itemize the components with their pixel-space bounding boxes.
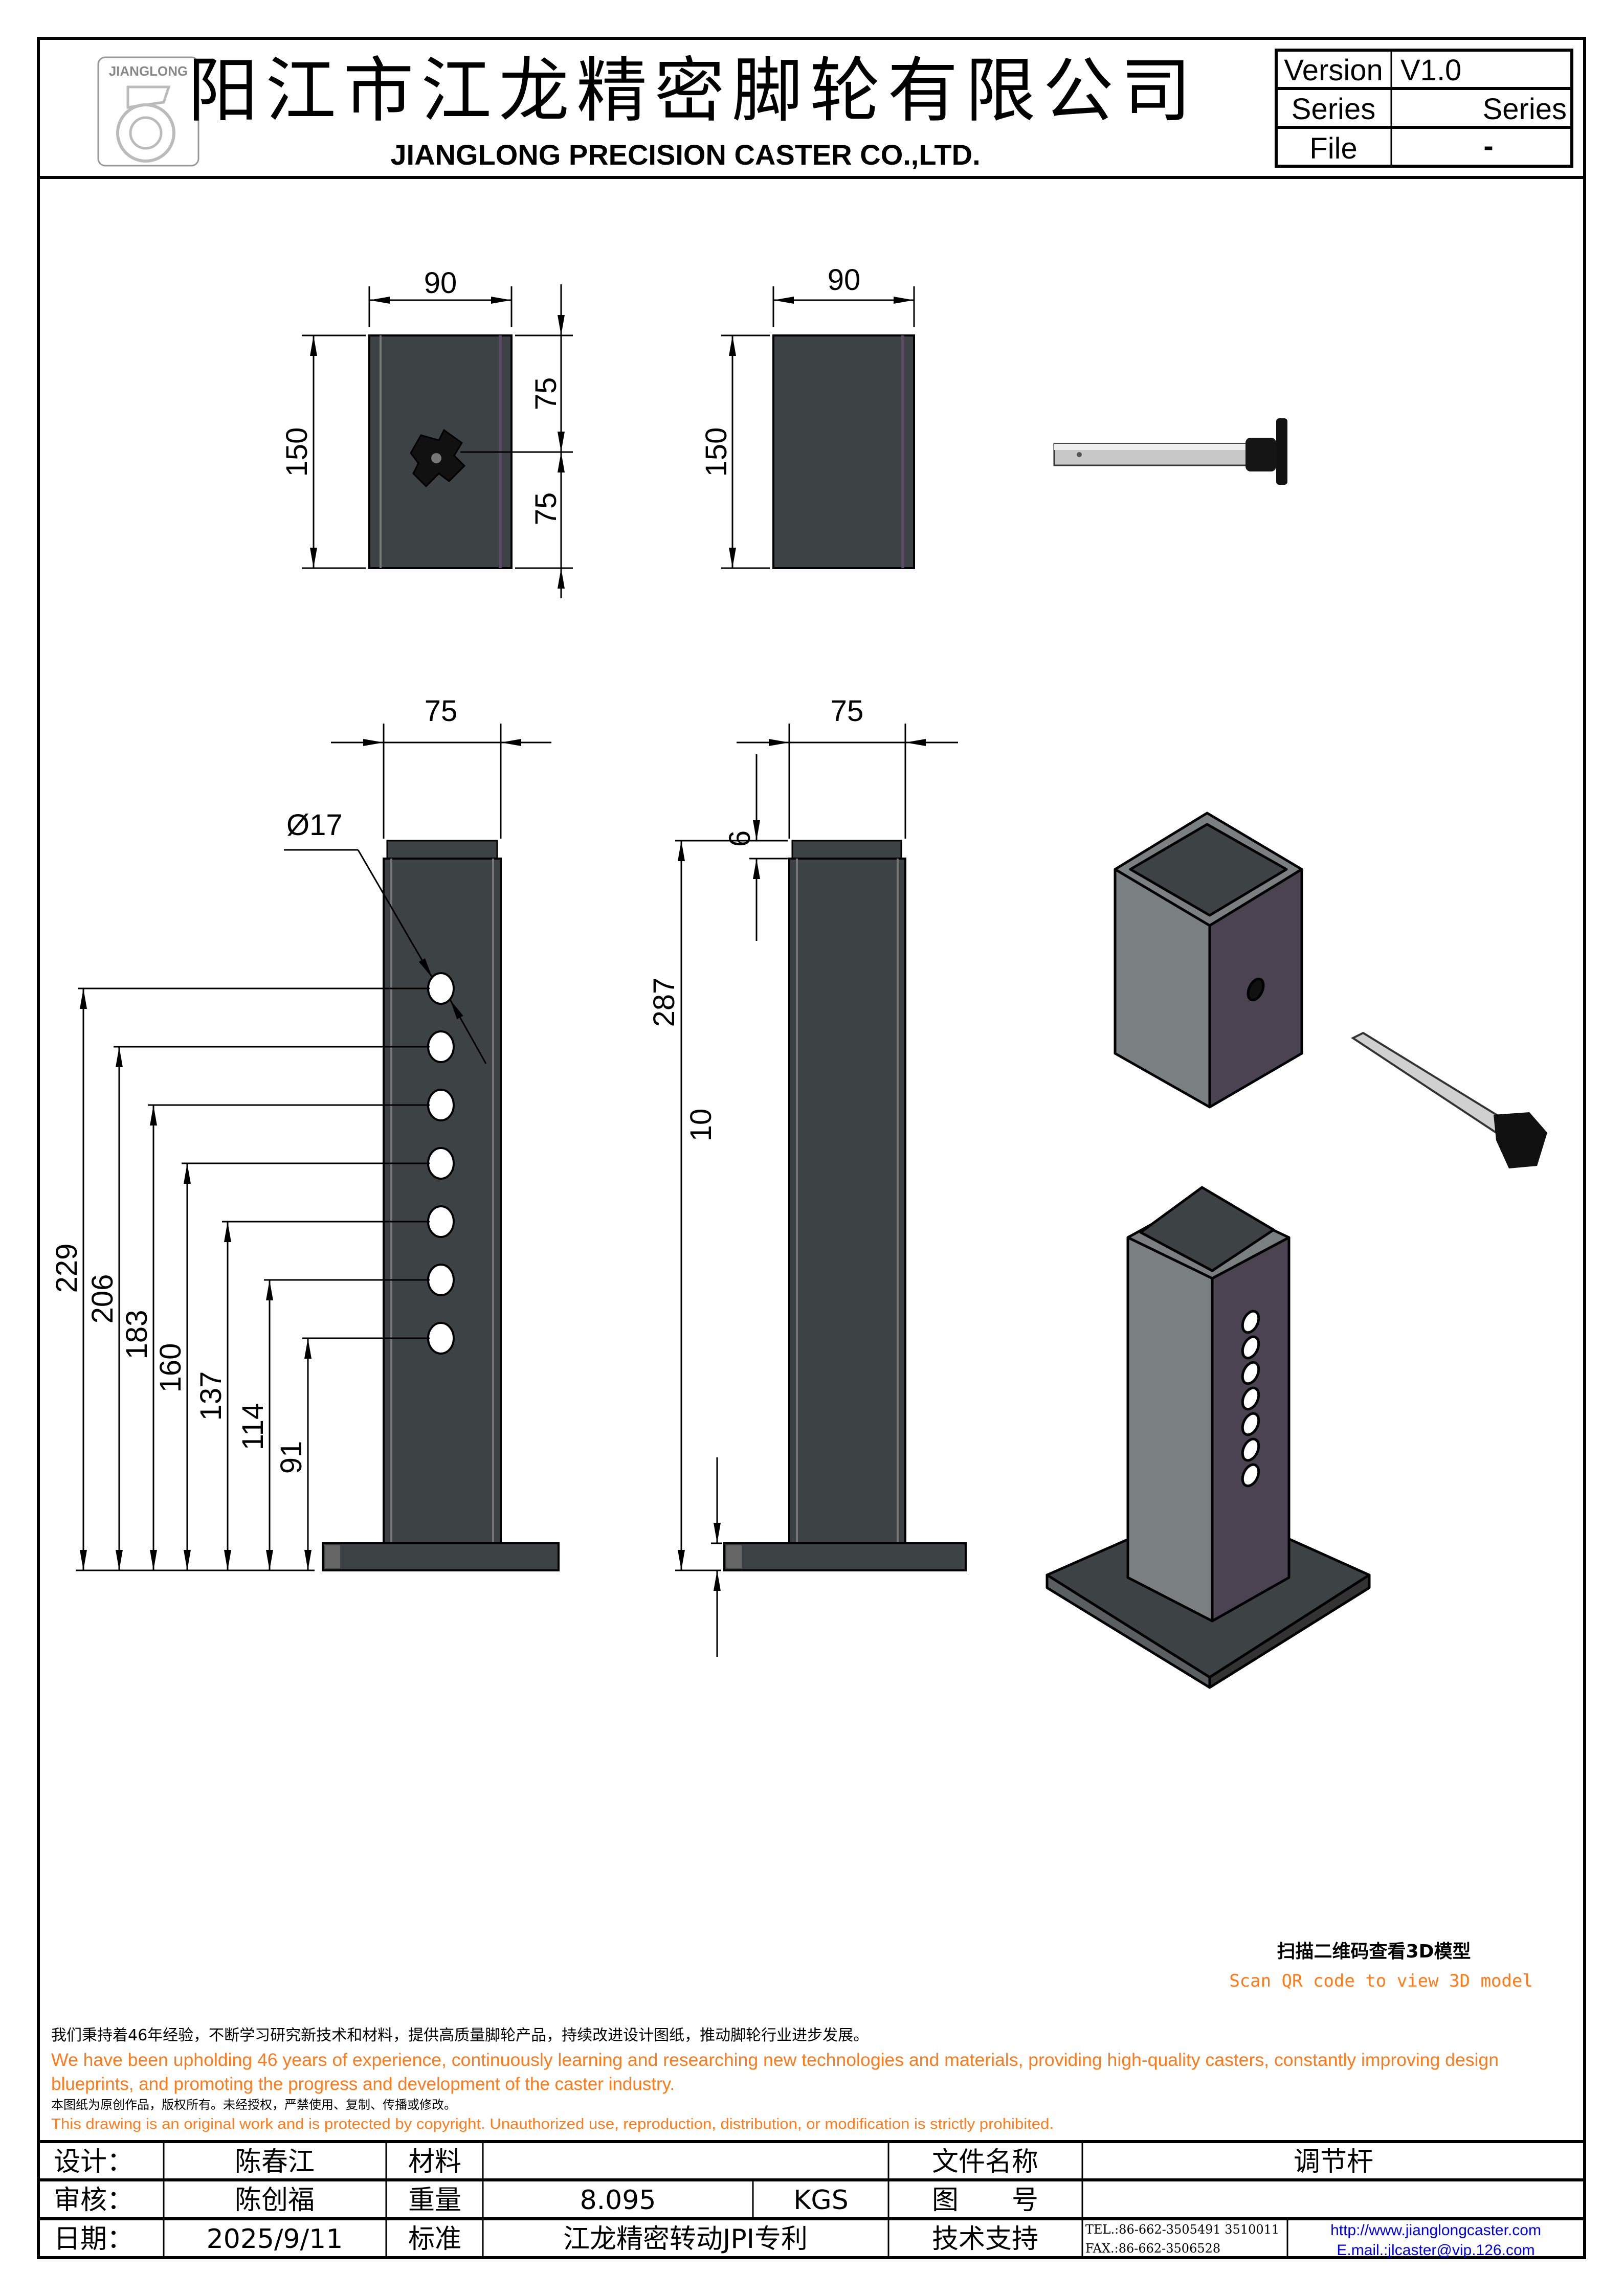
- filename-label: 文件名称: [932, 2147, 1038, 2177]
- fax: FAX.:86-662-3506528: [1085, 2241, 1220, 2256]
- qr-caption-cn: 扫描二维码查看3D模型: [1277, 1941, 1471, 1962]
- dim-side-tube-width: 75: [831, 694, 864, 728]
- date-value: 2025/9/11: [207, 2224, 343, 2255]
- hole-3: [427, 1089, 455, 1121]
- mission-en-1: We have been upholding 46 years of exper…: [51, 2050, 1499, 2070]
- dim-hole-183: 183: [120, 1310, 153, 1360]
- design-label: 设计：: [54, 2147, 134, 2177]
- weight-label: 重量: [408, 2185, 461, 2216]
- side-tube-view: 75 6 287 10: [648, 694, 967, 1657]
- hole-2: [427, 1030, 455, 1063]
- series-label: Series: [1292, 93, 1375, 126]
- company-logo: JIANGLONG: [97, 56, 199, 167]
- dim-front-width: 75: [425, 694, 458, 728]
- dim-hole-160: 160: [154, 1343, 187, 1393]
- tel: TEL.:86-662-3505491 3510011: [1085, 2222, 1279, 2237]
- dim-hole-229: 229: [50, 1244, 83, 1293]
- qr-caption-en: Scan QR code to view 3D model: [1229, 1971, 1533, 1991]
- file-label: File: [1309, 132, 1357, 165]
- company-name-cn: 阳江市江龙精密脚轮有限公司: [188, 50, 1198, 132]
- dim-cap-height: 6: [723, 830, 757, 847]
- version-table: Version V1.0 Series Series File -: [1275, 49, 1573, 168]
- post-3d-view: [1045, 1186, 1371, 1689]
- mission-en-2: blueprints, and promoting the progress a…: [51, 2074, 675, 2094]
- weight-value: 8.095: [580, 2185, 656, 2216]
- weight-unit: KGS: [793, 2185, 848, 2216]
- dim-hole-206: 206: [86, 1274, 119, 1324]
- pin-3d-view: [1351, 1031, 1547, 1168]
- standard-value: 江龙精密转动JPI专利: [563, 2224, 808, 2255]
- holes: [427, 972, 455, 1355]
- hole-height-dims: 229 206 183 160 137 114 91: [50, 987, 430, 1570]
- svg-text:JIANGLONG: JIANGLONG: [109, 63, 188, 79]
- front-tube-view: 75 Ø17 229 206 183 160 137 114: [50, 694, 560, 1571]
- dim-hole-114: 114: [236, 1403, 270, 1450]
- version-value: V1.0: [1400, 54, 1461, 87]
- dim-hole-137: 137: [194, 1371, 228, 1421]
- website-link[interactable]: http://www.jianglongcaster.com: [1330, 2222, 1541, 2239]
- series-value: Series: [1483, 93, 1567, 126]
- design-value: 陈春江: [235, 2147, 315, 2177]
- notes: 我们秉持着46年经验，不断学习研究新技术和材料，提供高质量脚轮产品，持续改进设计…: [51, 2027, 1499, 2132]
- file-value: -: [1483, 129, 1493, 163]
- review-value: 陈创福: [235, 2185, 315, 2216]
- filename-value: 调节杆: [1294, 2147, 1373, 2177]
- sleeve-3d-view: [1114, 812, 1303, 1109]
- top-front-view: 90 150 75 75: [280, 266, 573, 598]
- knob-icon: [410, 429, 466, 488]
- post-hole: [1241, 1310, 1260, 1334]
- email-link[interactable]: E.mail.:jlcaster@vip.126.com: [1337, 2242, 1534, 2259]
- dim-hole-91: 91: [275, 1441, 308, 1474]
- mission-cn: 我们秉持着46年经验，不断学习研究新技术和材料，提供高质量脚轮产品，持续改进设计…: [51, 2027, 869, 2044]
- dim-top-half-upper: 75: [529, 377, 563, 411]
- material-label: 材料: [408, 2147, 461, 2177]
- svg-text:http://www.jianglongcaster.com: http://www.jianglongcaster.com: [1330, 2222, 1541, 2239]
- svg-text:E.mail.:jlcaster@vip.126.com: E.mail.:jlcaster@vip.126.com: [1337, 2242, 1534, 2259]
- date-label: 日期：: [54, 2224, 134, 2255]
- dim-top-half-lower: 75: [529, 492, 563, 526]
- title-block: 设计： 陈春江 材料 文件名称 调节杆 审核： 陈创福 重量 8.095 KGS…: [38, 2140, 1585, 2259]
- review-label: 审核：: [54, 2185, 134, 2216]
- dim-side-height: 150: [700, 427, 733, 477]
- dim-top-width: 90: [424, 266, 457, 300]
- company-name-en: JIANGLONG PRECISION CASTER CO.,LTD.: [390, 139, 980, 171]
- hole-4: [427, 1147, 455, 1180]
- copyright-en: This drawing is an original work and is …: [51, 2116, 1054, 2132]
- hole-7: [427, 1322, 455, 1355]
- hole-5: [427, 1205, 455, 1238]
- adjustment-pin-view: [1053, 418, 1287, 485]
- support-label: 技术支持: [932, 2224, 1038, 2255]
- copyright-cn: 本图纸为原创作品，版权所有。未经授权，严禁使用、复制、传播或修改。: [51, 2098, 456, 2112]
- top-side-view: 90 150: [700, 263, 915, 569]
- drawing-number-label: 图 号: [932, 2185, 1038, 2216]
- dim-top-height: 150: [280, 427, 314, 477]
- standard-label: 标准: [408, 2224, 461, 2255]
- dim-hole-diameter: Ø17: [286, 808, 343, 842]
- hole-6: [427, 1264, 455, 1296]
- dim-total-height: 287: [648, 978, 681, 1027]
- version-label: Version: [1284, 54, 1383, 87]
- dim-side-width: 90: [828, 263, 861, 297]
- dim-plate-thickness: 10: [684, 1109, 718, 1142]
